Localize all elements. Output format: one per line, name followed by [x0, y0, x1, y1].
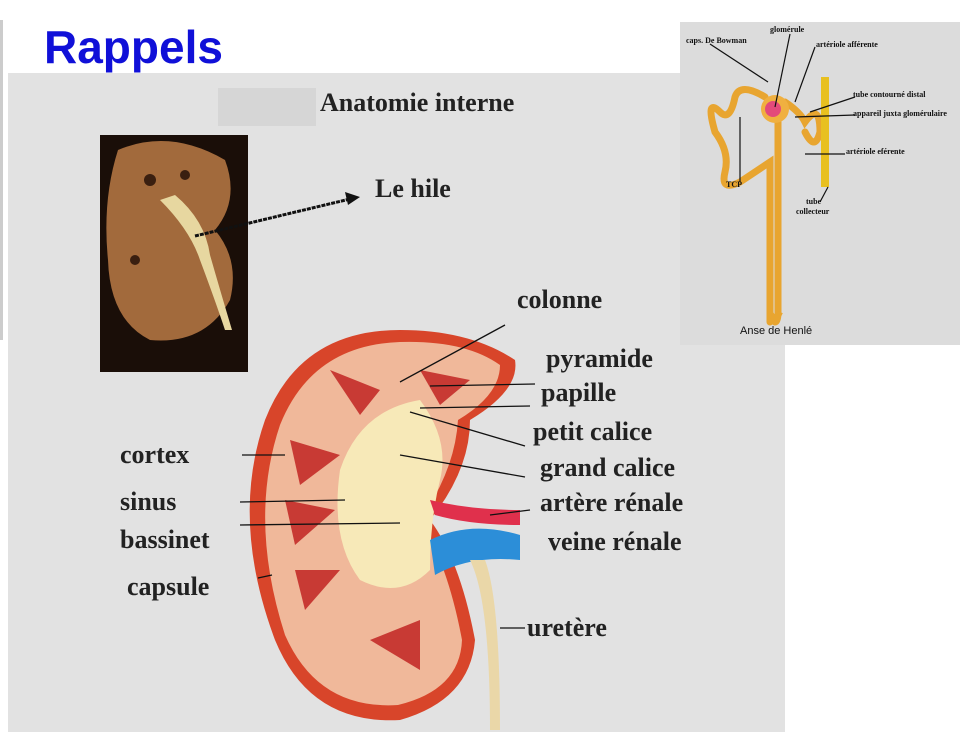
pyramids	[285, 370, 470, 670]
figure-subtitle: Anatomie interne	[320, 88, 515, 117]
label-capsule: capsule	[127, 572, 210, 601]
label-cortex: cortex	[120, 440, 190, 469]
renal-sinus	[337, 400, 443, 588]
slide-title: Rappels	[44, 21, 223, 73]
label-petit-calice: petit calice	[533, 417, 653, 446]
label-grand-calice: grand calice	[540, 453, 676, 482]
ureter	[470, 560, 500, 730]
label-pyramide: pyramide	[546, 344, 653, 373]
label-veine-renale: veine rénale	[548, 527, 682, 556]
nephron-illustration	[707, 33, 856, 326]
label-colonne: colonne	[517, 285, 603, 314]
label-artere-renale: artère rénale	[540, 488, 684, 517]
label-arteriole-afferente: artériole afférente	[816, 40, 878, 49]
renal-artery	[430, 500, 520, 525]
label-tube: tube	[806, 197, 822, 206]
label-tcp: TCP	[726, 180, 742, 189]
renal-vein	[430, 528, 520, 575]
hile-arrow	[194, 197, 351, 238]
label-bassinet: bassinet	[120, 525, 210, 554]
label-anse-de-henle: Anse de Henlé	[740, 325, 813, 337]
label-sinus: sinus	[120, 487, 177, 516]
label-le-hile: Le hile	[375, 174, 451, 203]
label-arteriole-efferente: artériole eférente	[846, 147, 905, 156]
label-glomerule: glomérule	[770, 25, 805, 34]
decorative-box	[218, 88, 316, 126]
label-collecteur: collecteur	[796, 207, 830, 216]
nephron-inset: glomérule caps. De Bowman artériole affé…	[680, 22, 960, 345]
label-appareil-juxta-glomerulaire: appareil juxta glomérulaire	[853, 109, 947, 118]
slide-edge	[0, 20, 3, 340]
label-papille: papille	[541, 378, 617, 407]
label-uretere: uretère	[527, 613, 607, 642]
label-tube-contourne-distal: tube contourné distal	[853, 90, 926, 99]
label-caps-bowman: caps. De Bowman	[686, 36, 747, 45]
